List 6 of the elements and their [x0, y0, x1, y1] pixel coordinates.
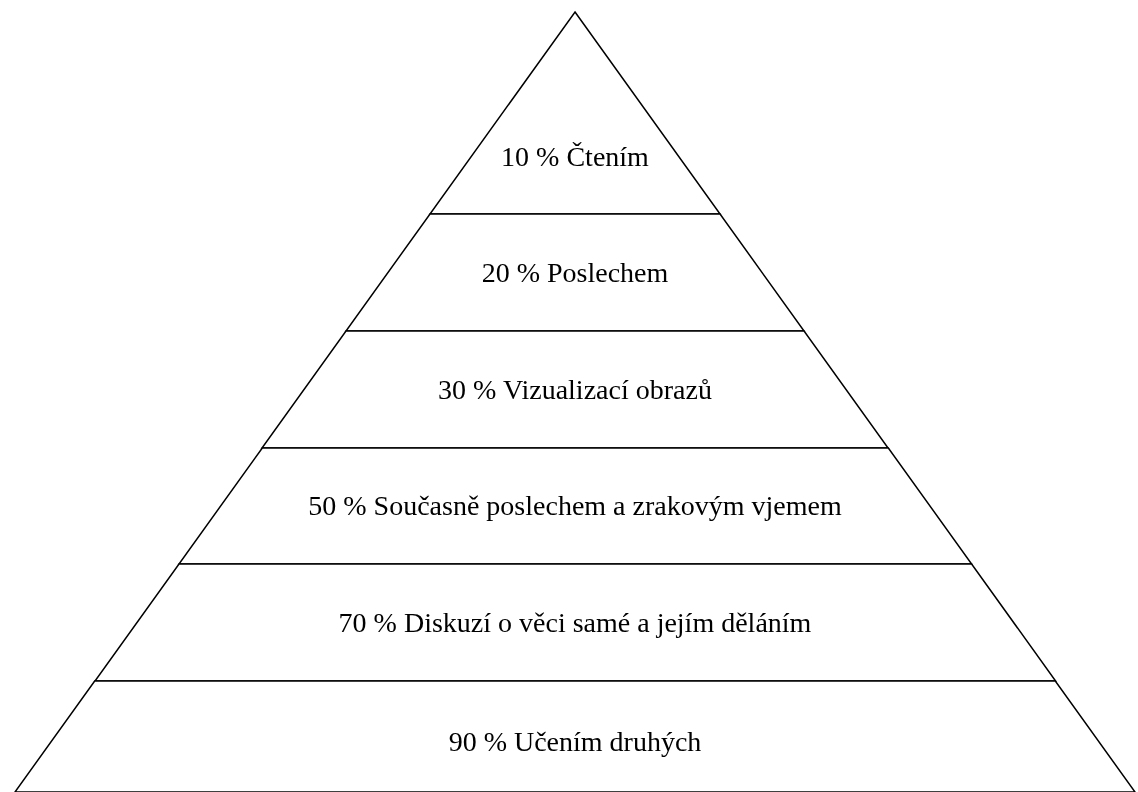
- tier-label: 90 % Učením druhých: [448, 726, 702, 759]
- tier-label: 30 % Vizualizací obrazů: [438, 373, 712, 406]
- tier-label: 20 % Poslechem: [481, 256, 669, 289]
- tier-label: 10 % Čtením: [501, 141, 649, 174]
- tier-label: 50 % Současně poslechem a zrakovým vjemem: [308, 490, 842, 522]
- tier-label: 70 % Diskuzí o věci samé a jejím děláním: [338, 606, 812, 639]
